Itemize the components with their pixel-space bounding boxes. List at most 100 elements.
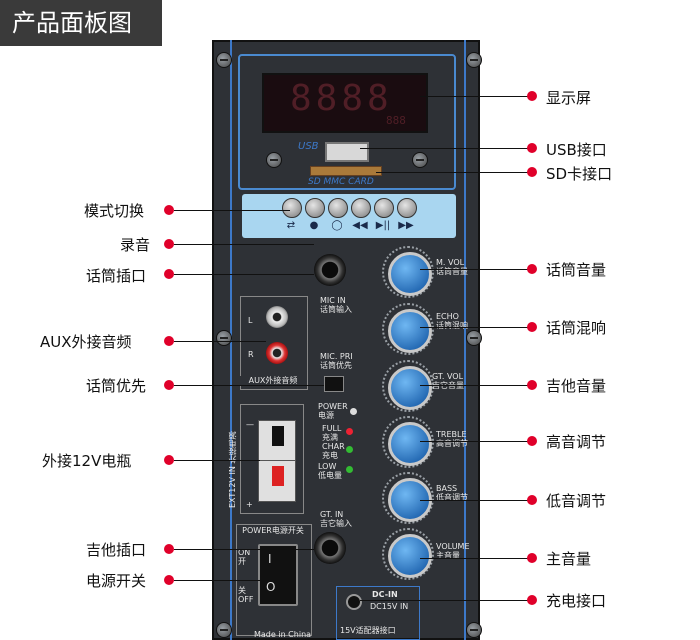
dc-in-label: DC-IN [372,590,398,599]
treble-knob[interactable] [388,422,432,466]
callout-line [174,210,290,211]
callout-line [360,148,528,149]
mic-in-label: MIC IN 话筒输入 [320,296,352,314]
callout-dot [527,495,537,505]
guitar-jack[interactable] [314,532,346,564]
record-icon: ● [309,220,319,231]
knob-ring [382,416,434,468]
display-digits: 8888 [290,78,393,119]
knob-label: TREBLE 高音调节 [436,430,468,448]
callout-line [420,96,528,97]
callout-record: 录音 [120,236,151,254]
aux-l-label: L [248,316,253,325]
dc-15v-label: DC15V IN [370,602,409,611]
callout-power-switch: 电源开关 [86,572,147,590]
callout-mic-jack: 话筒插口 [86,267,147,285]
sd-card-slot[interactable] [310,166,382,176]
callout-line [174,385,324,386]
repeat-button[interactable] [328,198,348,218]
mode-button[interactable] [282,198,302,218]
dc-in-jack[interactable] [346,594,362,610]
switch-on-label: ON 开 [238,548,251,566]
knob-ring [382,360,434,412]
callout-line [420,441,528,442]
switch-off-label: 关 OFF [238,586,254,604]
usb-label: USB [298,141,319,152]
ext-minus-label: — [246,420,254,429]
callout-usb: USB接口 [546,141,607,159]
next-icon: ▶▶ [398,220,414,231]
callout-dot [164,544,174,554]
power-led [350,408,357,415]
mic-volume-knob[interactable] [388,252,432,296]
made-in-label: Made in China [254,630,312,639]
loop-icon: ◯ [331,220,343,231]
callout-dot [527,167,537,177]
callout-line [420,385,528,386]
play-pause-button[interactable] [374,198,394,218]
led-display [262,73,428,133]
function-button-strip [242,194,456,238]
prev-icon: ◀◀ [352,220,368,231]
callout-dot [527,91,537,101]
callout-line [420,327,528,328]
usb-port[interactable] [325,142,369,162]
callout-line [174,580,260,581]
callout-ext-12v: 外接12V电瓶 [42,452,132,470]
screw-icon [216,330,232,346]
callout-line [174,274,314,275]
callout-guitar-jack: 吉他插口 [86,541,147,559]
callout-sd: SD卡接口 [546,165,613,183]
guitar-volume-knob[interactable] [388,366,432,410]
callout-dot [527,380,537,390]
gt-in-label: GT. IN 吉它输入 [320,510,352,528]
callout-dot [527,264,537,274]
callout-charging-port: 充电接口 [546,592,607,610]
power-rocker-switch[interactable] [258,544,298,606]
callout-mode-switch: 模式切换 [84,202,145,220]
dc-adapter-label: 15V适配器接口 [340,626,396,635]
screw-icon [412,152,428,168]
record-button[interactable] [305,198,325,218]
switch-i-mark: I [268,552,272,566]
knob-ring [382,303,434,355]
mic-priority-switch[interactable] [324,376,344,392]
knob-label: GT. VOL 吉它音量 [432,372,464,390]
callout-line [174,549,314,550]
callout-line [360,600,528,601]
play-pause-icon: ▶|| [375,220,391,231]
aux-box-label: AUX外接音频 [240,376,306,385]
callout-dot [527,143,537,153]
echo-knob[interactable] [388,309,432,353]
callout-guitar-volume: 吉他音量 [546,377,607,395]
callout-echo: 话筒混响 [546,319,607,337]
aux-right-jack[interactable] [266,342,288,364]
aux-left-jack[interactable] [266,306,288,328]
callout-line [420,558,528,559]
screw-icon [216,622,232,638]
display-small-digits: 888 [386,114,406,127]
callout-line [174,341,266,342]
callout-dot [527,595,537,605]
knob-label: M. VOL 话筒音量 [436,258,468,276]
full-led-label: FULL 充满 [322,424,342,442]
callout-dot [527,553,537,563]
callout-dot [527,322,537,332]
terminal-clip-icon [272,426,284,446]
next-button[interactable] [397,198,417,218]
callout-dot [527,436,537,446]
page-title: 产品面板图 [0,0,162,46]
mic-pri-label: MIC. PRI 话筒优先 [320,352,353,370]
callout-line [420,500,528,501]
aux-r-label: R [248,350,254,359]
mic-jack[interactable] [314,254,346,286]
char-led-label: CHAR 充电 [322,442,345,460]
prev-button[interactable] [351,198,371,218]
callout-line [420,269,528,270]
screw-icon [266,152,282,168]
switch-o-mark: O [266,580,276,594]
callout-mic-volume: 话筒音量 [546,261,607,279]
low-led-label: LOW 低电量 [318,462,342,480]
master-volume-knob[interactable] [388,534,432,578]
char-led [346,446,353,453]
